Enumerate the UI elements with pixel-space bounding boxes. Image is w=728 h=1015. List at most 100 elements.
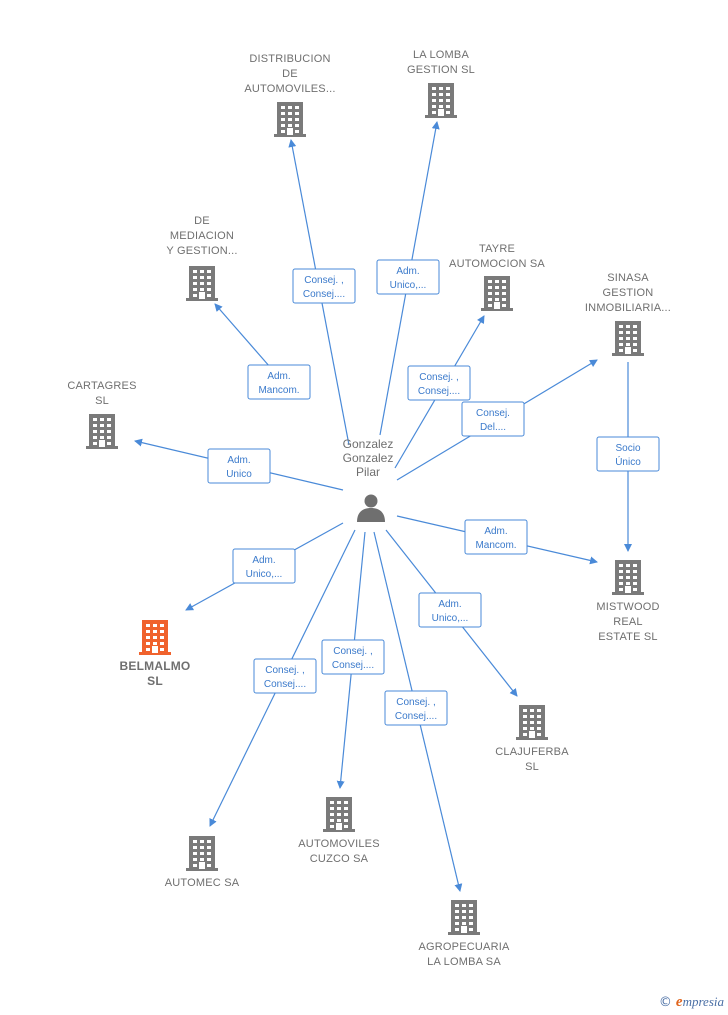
- edge-label-text: Adm.: [438, 599, 461, 610]
- building-window: [107, 430, 111, 433]
- building-icon[interactable]: [425, 83, 457, 118]
- building-window: [432, 111, 436, 114]
- building-window: [193, 282, 197, 285]
- edge-label-text: Unico,...: [432, 613, 469, 624]
- building-icon[interactable]: [274, 102, 306, 137]
- company-label: GESTION: [603, 287, 654, 299]
- building-window: [633, 588, 637, 591]
- building-icon[interactable]: [139, 620, 171, 655]
- building-icon[interactable]: [186, 836, 218, 871]
- building-window: [193, 840, 197, 843]
- edge-label-box[interactable]: [464, 519, 528, 555]
- edge-label-box[interactable]: [461, 401, 525, 437]
- edge-label-box[interactable]: [596, 436, 660, 472]
- company-label: AUTOMOVILES...: [244, 83, 335, 95]
- building-window: [207, 858, 211, 861]
- building-window: [107, 442, 111, 445]
- building-window: [469, 928, 473, 931]
- person-label: Gonzalez: [343, 451, 394, 465]
- building-door: [199, 292, 205, 299]
- building-window: [439, 93, 443, 96]
- building-window: [432, 105, 436, 108]
- building-window: [502, 292, 506, 295]
- building-window: [295, 106, 299, 109]
- building-window: [523, 715, 527, 718]
- building-window: [455, 916, 459, 919]
- edge-label-box[interactable]: [376, 259, 440, 295]
- building-icon[interactable]: [323, 797, 355, 832]
- building-window: [469, 916, 473, 919]
- building-window: [344, 825, 348, 828]
- building-window: [100, 418, 104, 421]
- building-window: [93, 436, 97, 439]
- edge-label-box[interactable]: [384, 690, 448, 726]
- building-window: [488, 304, 492, 307]
- building-window: [626, 582, 630, 585]
- edge-label-box[interactable]: [247, 364, 311, 400]
- building-window: [462, 916, 466, 919]
- building-window: [330, 819, 334, 822]
- building-window: [281, 118, 285, 121]
- building-window: [537, 733, 541, 736]
- building-window: [446, 105, 450, 108]
- edge-center-lalomba: Adm.Unico,...: [376, 121, 440, 436]
- building-window: [200, 858, 204, 861]
- building-window: [537, 715, 541, 718]
- building-window: [281, 112, 285, 115]
- company-node-automec[interactable]: AUTOMEC SA: [165, 836, 240, 889]
- edge-label-box[interactable]: [232, 548, 296, 584]
- brand-initial: e: [675, 994, 683, 1010]
- edge-label-text: Unico: [226, 469, 252, 480]
- building-window: [193, 864, 197, 867]
- edge-label-box[interactable]: [321, 639, 385, 675]
- company-label: BELMALMO: [120, 659, 191, 673]
- person-label: Gonzalez: [343, 437, 394, 451]
- company-label: DISTRIBUCION: [249, 53, 330, 65]
- edge-label-box[interactable]: [418, 592, 482, 628]
- company-node-sinasa[interactable]: SINASAGESTIONINMOBILIARIA...: [585, 272, 671, 356]
- building-window: [488, 292, 492, 295]
- building-icon[interactable]: [186, 266, 218, 301]
- building-window: [193, 858, 197, 861]
- building-icon[interactable]: [86, 414, 118, 449]
- building-icon[interactable]: [516, 705, 548, 740]
- edge-center-tayre: Consej. ,Consej....: [394, 315, 485, 469]
- building-base: [323, 829, 355, 832]
- building-window: [537, 727, 541, 730]
- building-window: [207, 840, 211, 843]
- building-icon[interactable]: [612, 560, 644, 595]
- edge-label-box[interactable]: [292, 268, 356, 304]
- edge-label-text: Consej....: [332, 660, 374, 671]
- edge-label-box[interactable]: [407, 365, 471, 401]
- building-window: [146, 630, 150, 633]
- building-base: [139, 652, 171, 655]
- building-icon[interactable]: [448, 900, 480, 935]
- building-window: [207, 294, 211, 297]
- building-icon[interactable]: [481, 276, 513, 311]
- company-node-distribucion[interactable]: DISTRIBUCIONDEAUTOMOVILES...: [244, 53, 335, 137]
- building-window: [344, 813, 348, 816]
- edge-label-text: Mancom.: [258, 385, 299, 396]
- building-window: [633, 343, 637, 346]
- building-window: [207, 276, 211, 279]
- edge-label-box[interactable]: [207, 448, 271, 484]
- edge-center-cartagres: Adm.Unico: [134, 438, 344, 491]
- building-window: [93, 418, 97, 421]
- building-door: [152, 646, 158, 653]
- building-icon[interactable]: [612, 321, 644, 356]
- building-window: [446, 87, 450, 90]
- edge-label-box[interactable]: [253, 658, 317, 694]
- building-window: [100, 436, 104, 439]
- building-window: [495, 280, 499, 283]
- building-base: [612, 592, 644, 595]
